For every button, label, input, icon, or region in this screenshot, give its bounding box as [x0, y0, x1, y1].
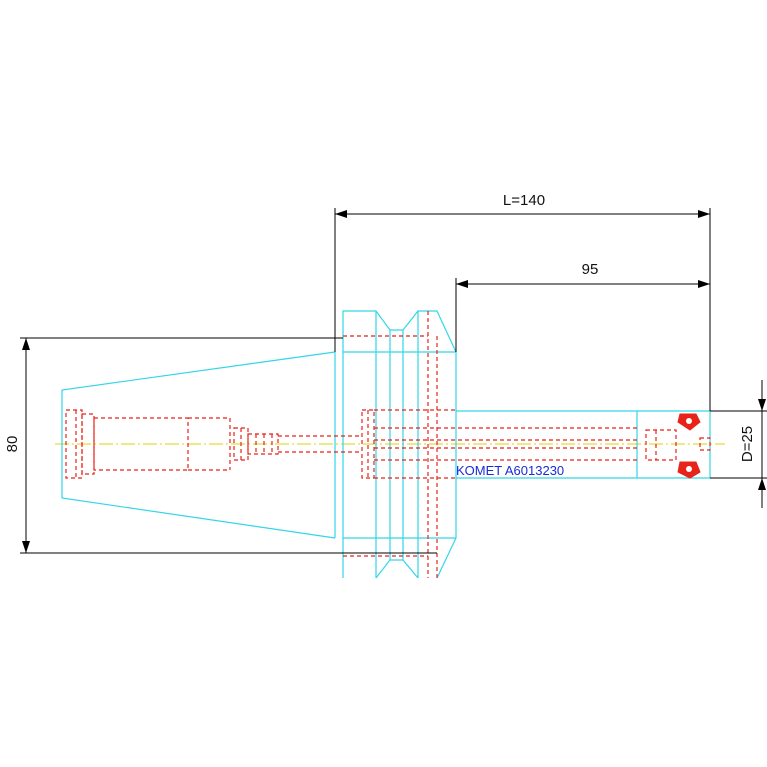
dimension-height [20, 337, 437, 554]
part-label: KOMET A6013230 [456, 463, 564, 478]
insert-clamp-bottom [677, 461, 701, 479]
dimension-height-label: 80 [4, 436, 21, 453]
hidden-lines [65, 311, 711, 578]
dimension-diameter-label: D=25 [739, 426, 756, 462]
dimension-partial-label: 95 [582, 261, 599, 278]
dimension-length [334, 208, 711, 411]
dimension-length-label: L=140 [503, 192, 545, 209]
dimension-diameter [710, 380, 767, 508]
dimension-partial [455, 278, 710, 352]
insert-clamp-top [677, 413, 701, 431]
